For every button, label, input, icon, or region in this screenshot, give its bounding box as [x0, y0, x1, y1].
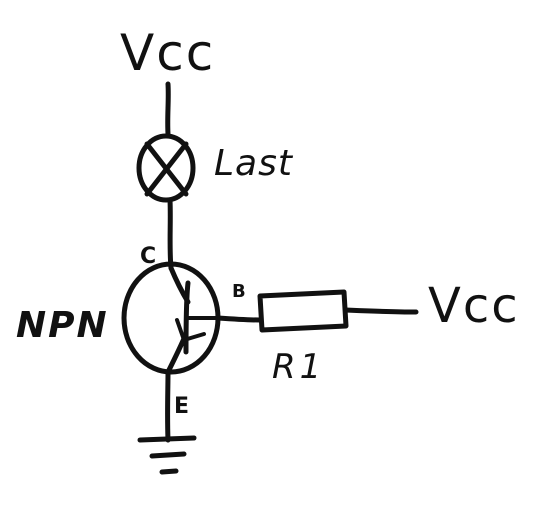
resistor-icon [257, 289, 349, 333]
wire-vcc-to-load [165, 81, 171, 137]
wire-load-to-collector [167, 197, 174, 271]
vcc-right-label: Vcc [428, 278, 520, 334]
transistor-type-label: NPN [16, 305, 109, 346]
emitter-pin-label: E [174, 394, 190, 419]
wire-base-to-resistor [215, 315, 263, 323]
base-pin-label: B [232, 281, 246, 302]
resistor-label: R1 [272, 347, 326, 387]
vcc-top-label: Vcc [120, 24, 216, 82]
load-label: Last [214, 143, 293, 184]
lamp-icon [136, 133, 196, 203]
collector-pin-label: C [140, 244, 157, 269]
wire-resistor-to-vcc [343, 307, 419, 315]
npn-transistor-icon [121, 261, 221, 375]
ground-icon [137, 435, 197, 475]
